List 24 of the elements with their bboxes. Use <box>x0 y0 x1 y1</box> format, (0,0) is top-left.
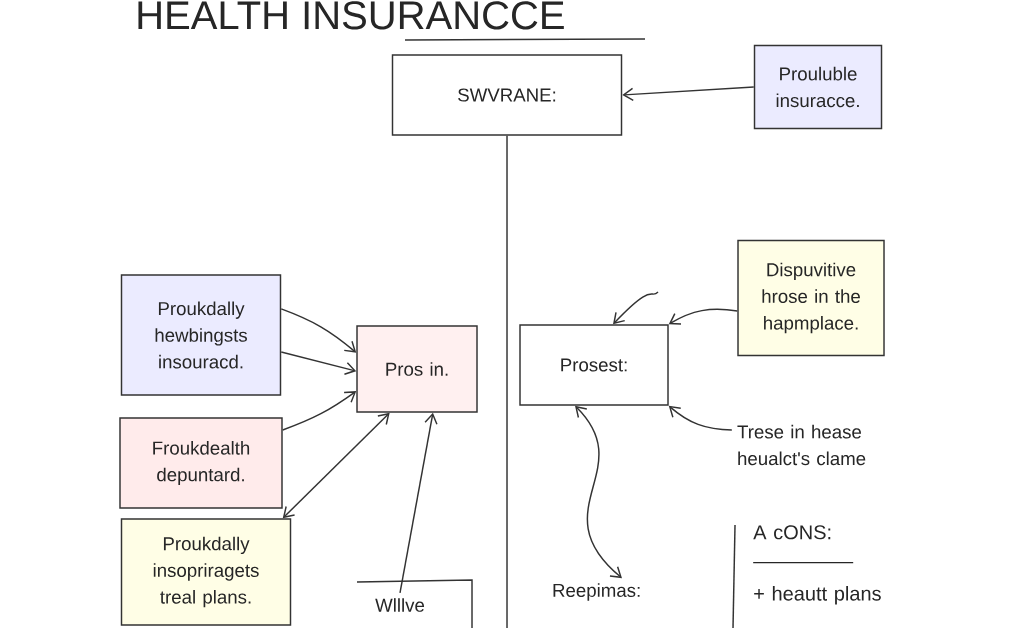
open-box: Wlllve <box>356 579 473 628</box>
arrow <box>282 412 390 519</box>
arrow <box>282 391 357 431</box>
title: HEALTH INSURANCCE <box>138 1 564 30</box>
bracket-list: A cONS: + heautt plans <box>732 524 881 628</box>
note-box: Froukdealth depuntard. <box>119 417 283 509</box>
arrow <box>622 86 755 102</box>
arrow <box>280 351 357 376</box>
note-box: Prouluble insuracce. <box>753 44 883 130</box>
arrow <box>613 291 659 325</box>
arrow <box>399 412 438 594</box>
note-box: Proukdally insopriragets treal plans. <box>120 518 292 626</box>
arrow <box>668 405 733 431</box>
note-box: Dispuvitive hrose in the hapmplace. <box>737 239 885 357</box>
arrow <box>668 308 738 325</box>
connector-line <box>506 135 508 628</box>
title-box: SWVRANE: <box>391 54 623 136</box>
arrow <box>575 405 622 579</box>
label-text: Reepimas: <box>553 583 640 601</box>
process-box: Pros in. <box>356 325 478 413</box>
arrow <box>280 308 357 353</box>
process-box: Prosest: <box>519 324 669 406</box>
note-box: Proukdally hewbingsts insouracd. <box>120 274 282 396</box>
note-text: Trese in hease heualct's clame <box>737 424 866 466</box>
